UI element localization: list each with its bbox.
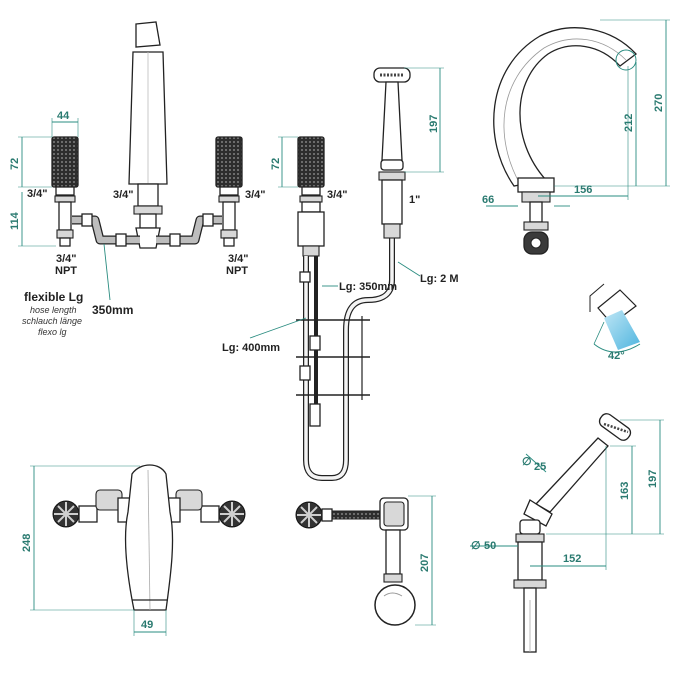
right-cross-handle [200, 500, 246, 528]
center-spout [128, 21, 168, 249]
npt-right-label: NPT [226, 265, 248, 277]
wall-shower-arm: 207 [295, 495, 436, 626]
water-angle-detail: 42° [589, 283, 641, 362]
thread-hand: 3/4" [327, 189, 348, 201]
thread-one-inch: 1" [409, 194, 420, 206]
dim-tail-height: 114 [9, 211, 21, 230]
right-handle [215, 136, 243, 247]
dim-hand-head: 197 [428, 115, 440, 133]
lg-350: Lg: 350mm [339, 281, 397, 293]
dim-deck-head: 25 [534, 461, 546, 473]
flexible-es: flexo lg [38, 327, 67, 337]
swan-spout: 270 212 156 66 42° [482, 19, 670, 362]
hand-shower-diverter: 197 72 3/4" 1" Lg: 350mm Lg: 400mm Lg: 2… [222, 67, 459, 481]
lg-2m: Lg: 2 M [420, 273, 459, 285]
thread-center: 3/4" [113, 189, 134, 201]
dim-deck-base: 50 [484, 540, 496, 552]
hose-length-350: 350mm [92, 303, 133, 317]
lg-400: Lg: 400mm [222, 342, 280, 354]
dim-deck-163: 163 [619, 482, 631, 500]
dim-handle-height: 72 [9, 158, 21, 170]
thread-left: 3/4" [27, 188, 48, 200]
flexible-title: flexible Lg [24, 290, 83, 304]
dim-spout-height: 270 [653, 94, 665, 112]
dim-deck-reach: 152 [563, 553, 581, 565]
wall-mixer: 248 49 [21, 464, 246, 636]
npt-left-label: NPT [55, 265, 77, 277]
dim-wall-width: 49 [141, 619, 153, 631]
thread-right: 3/4" [245, 189, 266, 201]
flexible-en: hose length [30, 305, 77, 315]
deck-hand-shower: 25 ∅ 163 197 ∅ 50 152 [470, 413, 664, 653]
basin-faucet-set: 44 72 114 3/4" 3/4" 3/4" 3/4" NPT 3/4" N… [9, 21, 266, 337]
dim-spout-212: 212 [623, 114, 635, 132]
dim-handle-width: 44 [57, 110, 70, 122]
npt-right-size: 3/4" [228, 253, 249, 265]
dim-wall-height: 248 [21, 534, 33, 552]
dim-angle: 42° [608, 350, 625, 362]
dim-deck-197: 197 [647, 470, 659, 488]
diameter-symbol-base: ∅ [471, 540, 481, 552]
diameter-symbol-head: ∅ [522, 456, 532, 468]
flexible-de: schlauch länge [22, 316, 82, 326]
dim-diverter-handle: 72 [270, 158, 282, 170]
dim-spout-base: 66 [482, 194, 494, 206]
connecting-hoses [72, 213, 222, 247]
left-cross-handle [52, 500, 98, 528]
dim-wall-shower: 207 [419, 554, 431, 572]
npt-left-size: 3/4" [56, 253, 77, 265]
dim-spout-reach: 156 [574, 184, 592, 196]
left-handle [51, 136, 79, 247]
